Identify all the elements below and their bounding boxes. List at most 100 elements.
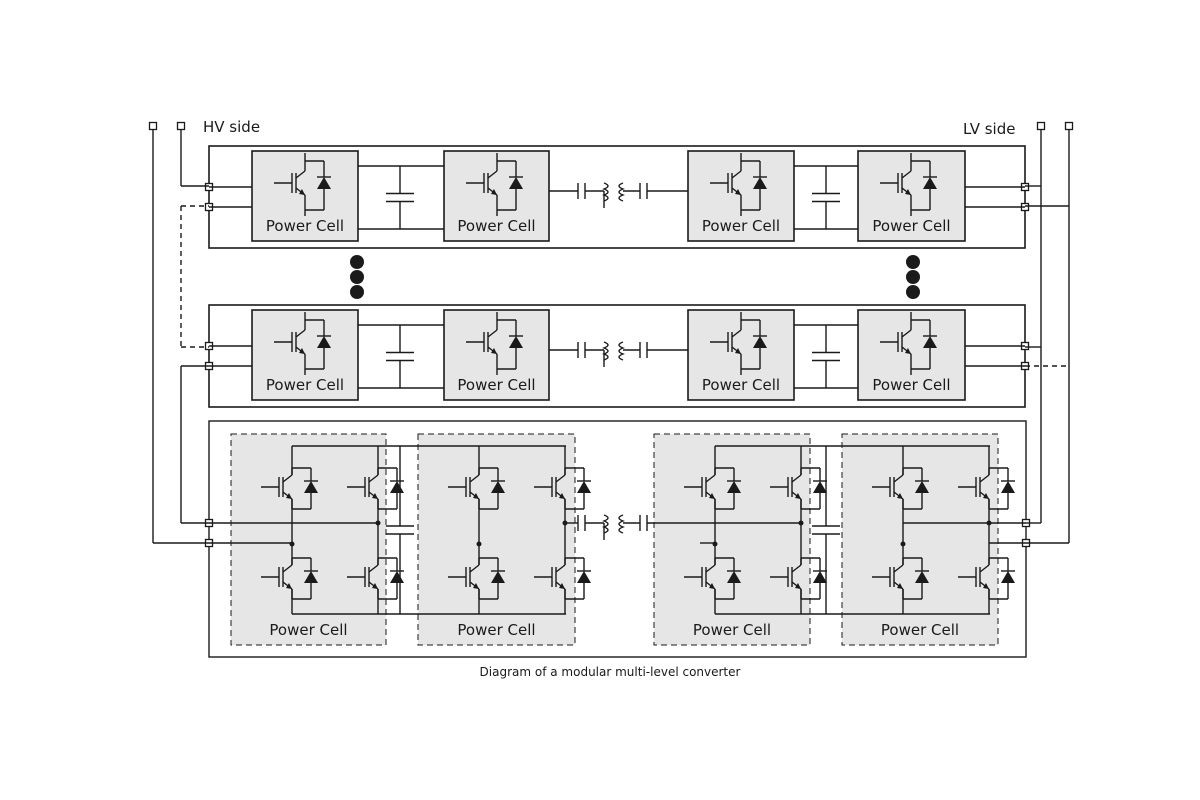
power-cell-box-dashed (230, 433, 387, 646)
diode-triangle (727, 481, 741, 493)
igbt-switch (448, 474, 505, 500)
emitter-arrow (709, 583, 715, 589)
emitter-arrow (897, 583, 903, 589)
diode-triangle (1001, 481, 1015, 493)
emitter-arrow (559, 493, 565, 499)
emitter-arrow (372, 493, 378, 499)
emitter-arrow (709, 493, 715, 499)
igbt-switch (534, 564, 591, 590)
coil (602, 514, 609, 534)
power-cell: Power Cell (251, 309, 359, 401)
module-frame (208, 304, 1026, 408)
diode-triangle (915, 481, 929, 493)
junction-dot (289, 541, 295, 547)
power-cell-label: Power Cell (266, 217, 344, 235)
collector-lead (705, 474, 716, 483)
emitter-arrow (905, 348, 911, 354)
diode-triangle (509, 336, 523, 348)
emitter-arrow (286, 493, 292, 499)
collector-lead (901, 170, 912, 179)
emitter-arrow (491, 189, 497, 195)
transformer-coil-secondary (618, 182, 625, 202)
power-cell-label: Power Cell (702, 217, 780, 235)
power-cell-label: Power Cell (872, 376, 950, 394)
collector-lead (555, 474, 566, 483)
emitter-arrow (299, 348, 305, 354)
igbt-switch (534, 474, 591, 500)
terminal (1036, 121, 1046, 131)
igbt-switch (880, 170, 937, 196)
diode-triangle (317, 336, 331, 348)
transformer-coil-primary (602, 514, 609, 534)
diode-triangle (577, 571, 591, 583)
power-cell-hbridge: Power Cell (230, 433, 404, 646)
igbt-switch (880, 329, 937, 355)
transformer-coil-primary (602, 182, 609, 202)
collector-lead (469, 474, 480, 483)
terminal (176, 121, 186, 131)
diode-triangle (317, 177, 331, 189)
diode-triangle (753, 177, 767, 189)
collector-lead (469, 564, 480, 573)
collector-lead (555, 564, 566, 573)
diode-triangle (491, 571, 505, 583)
power-cell-label: Power Cell (266, 376, 344, 394)
converter-module-row (204, 145, 1030, 249)
power-cell-hbridge: Power Cell (417, 433, 591, 646)
power-cell: Power Cell (443, 309, 550, 401)
coil (602, 182, 609, 202)
collector-lead (979, 564, 990, 573)
power-cell-label: Power Cell (872, 217, 950, 235)
power-cell: Power Cell (687, 309, 795, 401)
collector-lead (487, 170, 498, 179)
coil (602, 341, 609, 361)
igbt-switch (684, 474, 741, 500)
power-cell-box-dashed (417, 433, 576, 646)
diagram-caption: Diagram of a modular multi-level convert… (480, 665, 741, 679)
power-cell-hbridge: Power Cell (653, 433, 827, 646)
diode-triangle (813, 481, 827, 493)
collector-lead (979, 474, 990, 483)
terminal (1064, 121, 1074, 131)
igbt-switch (466, 329, 523, 355)
diode-triangle (577, 481, 591, 493)
diode-triangle (813, 571, 827, 583)
emitter-arrow (491, 348, 497, 354)
ellipsis-dot (906, 285, 920, 299)
collector-lead (368, 564, 379, 573)
collector-lead (901, 329, 912, 338)
power-cell-label: Power Cell (881, 621, 959, 639)
emitter-arrow (559, 583, 565, 589)
ellipsis-dot (350, 270, 364, 284)
diode-triangle (491, 481, 505, 493)
collector-lead (282, 474, 293, 483)
emitter-arrow (897, 493, 903, 499)
igbt-switch (684, 564, 741, 590)
ellipsis-dot (350, 285, 364, 299)
external-wiring (148, 121, 1074, 544)
collector-lead (705, 564, 716, 573)
emitter-arrow (372, 583, 378, 589)
emitter-arrow (735, 189, 741, 195)
ellipsis-dot (350, 255, 364, 269)
collector-lead (487, 329, 498, 338)
collector-lead (368, 474, 379, 483)
emitter-arrow (286, 583, 292, 589)
diode-triangle (727, 571, 741, 583)
diode-triangle (923, 336, 937, 348)
terminal (148, 121, 158, 131)
transformer-coil-secondary (618, 341, 625, 361)
power-cell: Power Cell (857, 309, 966, 401)
power-cell: Power Cell (687, 150, 795, 242)
collector-lead (295, 329, 306, 338)
collector-lead (731, 329, 742, 338)
power-cell-label: Power Cell (457, 217, 535, 235)
emitter-arrow (905, 189, 911, 195)
collector-lead (731, 170, 742, 179)
power-cell-label: Power Cell (457, 376, 535, 394)
diode-triangle (753, 336, 767, 348)
diode-triangle (390, 481, 404, 493)
